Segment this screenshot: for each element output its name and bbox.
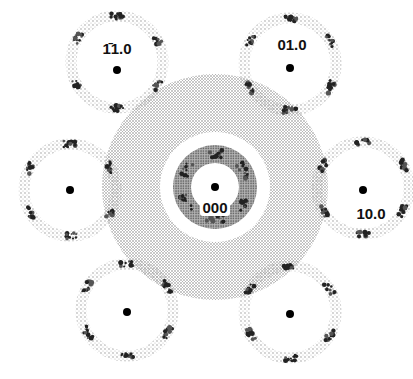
diffraction-spot — [26, 205, 36, 220]
diffraction-spot — [245, 80, 255, 95]
reflection-ring — [244, 266, 336, 358]
diffraction-spot — [317, 158, 328, 174]
reflection-circle: 01.0 — [244, 18, 336, 110]
reflection-ring — [24, 144, 116, 236]
reflection-ring — [71, 16, 163, 108]
diffraction-spot — [178, 194, 193, 211]
diffraction-spot — [81, 279, 94, 292]
diffraction-spot — [152, 80, 163, 93]
diffraction-spot — [104, 209, 115, 219]
circle-outline — [173, 145, 257, 229]
reflection-circle: 10.0 — [317, 142, 409, 234]
diffraction-spot — [283, 354, 298, 363]
diffraction-spot — [179, 163, 194, 178]
reflection-index: 01.0 — [275, 36, 308, 53]
center-dot — [66, 186, 74, 194]
diffraction-spot — [105, 160, 113, 174]
diffraction-spot — [71, 80, 81, 89]
diffraction-spot — [82, 324, 94, 340]
diffraction-spot — [244, 284, 257, 295]
diffraction-spot — [26, 161, 35, 176]
center-dot — [359, 186, 367, 194]
reflection-ring — [317, 142, 409, 234]
reflection-circle: 1̄1.0 — [71, 16, 163, 108]
diffraction-spot — [62, 140, 77, 149]
diffraction-spot — [73, 32, 84, 45]
circle-outline — [71, 16, 163, 108]
reflection-index: 10.0 — [354, 205, 387, 222]
reflection-index: 1̄1.0 — [100, 40, 133, 57]
reflection-index: 000 — [200, 199, 229, 216]
diffraction-spot — [322, 283, 337, 296]
center-dot — [123, 308, 131, 316]
diffraction-spot — [399, 158, 409, 173]
diffraction-spot — [245, 327, 257, 341]
diffraction-spot — [356, 230, 371, 239]
diffraction-spot — [118, 260, 134, 268]
diffraction-spot — [282, 263, 295, 271]
central-ring — [173, 145, 257, 229]
diffraction-spot — [208, 148, 224, 159]
diffraction-spot — [110, 103, 125, 113]
diffraction-spot — [161, 279, 173, 294]
diffraction-spot — [152, 36, 163, 46]
diffraction-spot — [325, 34, 335, 49]
diffraction-spot — [235, 160, 249, 180]
diffraction-spot — [397, 204, 409, 218]
diffraction-spot — [326, 79, 337, 96]
center-dot — [286, 64, 294, 72]
diffraction-spot — [205, 214, 226, 224]
diffraction-spot — [245, 35, 256, 47]
reflection-circle: 000 — [173, 145, 257, 229]
diffraction-spot — [354, 138, 371, 147]
diffraction-spot — [120, 352, 135, 359]
diffraction-spot — [109, 12, 125, 21]
center-dot — [211, 183, 219, 191]
diffraction-spot — [324, 329, 336, 343]
diffraction-spot — [65, 231, 78, 240]
diffraction-spot — [162, 325, 174, 339]
diffraction-spot — [239, 198, 248, 211]
diffraction-spot — [282, 105, 299, 115]
center-dot — [286, 310, 294, 318]
reflection-ring — [81, 264, 173, 356]
diffraction-spot — [319, 204, 330, 217]
center-dot — [113, 66, 121, 74]
reflection-ring — [244, 18, 336, 110]
diffraction-spot — [284, 15, 299, 24]
circle-outline — [244, 18, 336, 110]
